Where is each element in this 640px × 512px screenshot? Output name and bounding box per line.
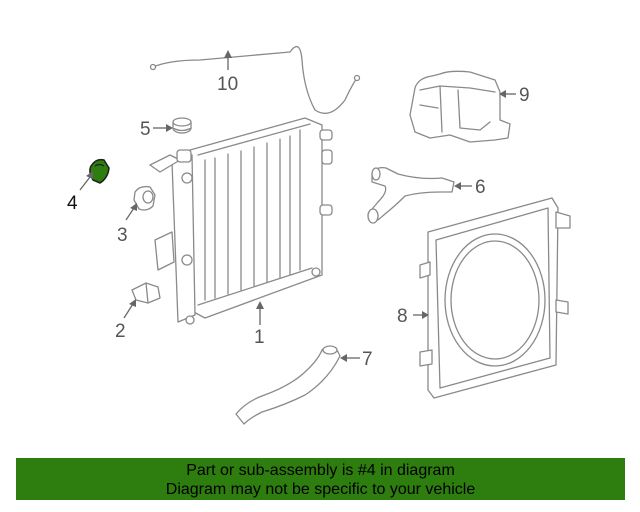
part-5-radiator-cap[interactable] <box>172 117 192 134</box>
callout-10[interactable]: 10 <box>217 74 238 95</box>
banner-line-disclaimer: Diagram may not be specific to your vehi… <box>165 481 476 498</box>
callout-3[interactable]: 3 <box>117 225 128 246</box>
banner-line-part-notice: Part or sub-assembly is #4 in diagram <box>186 462 455 479</box>
diagram-notice-banner: Part or sub-assembly is #4 in diagram Di… <box>16 458 625 500</box>
callout-6[interactable]: 6 <box>475 177 486 198</box>
callout-9[interactable]: 9 <box>519 85 530 106</box>
callout-1[interactable]: 1 <box>254 327 265 348</box>
parts-diagram: 10 9 5 6 4 3 8 2 1 7 <box>67 45 571 425</box>
part-7-lower-hose[interactable] <box>235 345 341 425</box>
callout-2[interactable]: 2 <box>115 321 126 342</box>
callout-8[interactable]: 8 <box>397 306 408 327</box>
callout-7[interactable]: 7 <box>362 349 373 370</box>
leader-arrows <box>79 50 516 362</box>
part-10-overflow-hose[interactable] <box>149 45 361 114</box>
callout-4[interactable]: 4 <box>67 193 78 214</box>
part-6-upper-hose[interactable] <box>367 166 455 224</box>
part-1-radiator[interactable] <box>149 117 333 325</box>
part-3-insulator[interactable] <box>133 185 156 211</box>
callout-5[interactable]: 5 <box>140 119 151 140</box>
part-8-fan-shroud[interactable] <box>419 197 571 399</box>
radiator-fins <box>214 135 291 299</box>
part-9-coolant-reservoir[interactable] <box>409 70 511 143</box>
part-2-drain-fitting[interactable] <box>131 282 161 304</box>
